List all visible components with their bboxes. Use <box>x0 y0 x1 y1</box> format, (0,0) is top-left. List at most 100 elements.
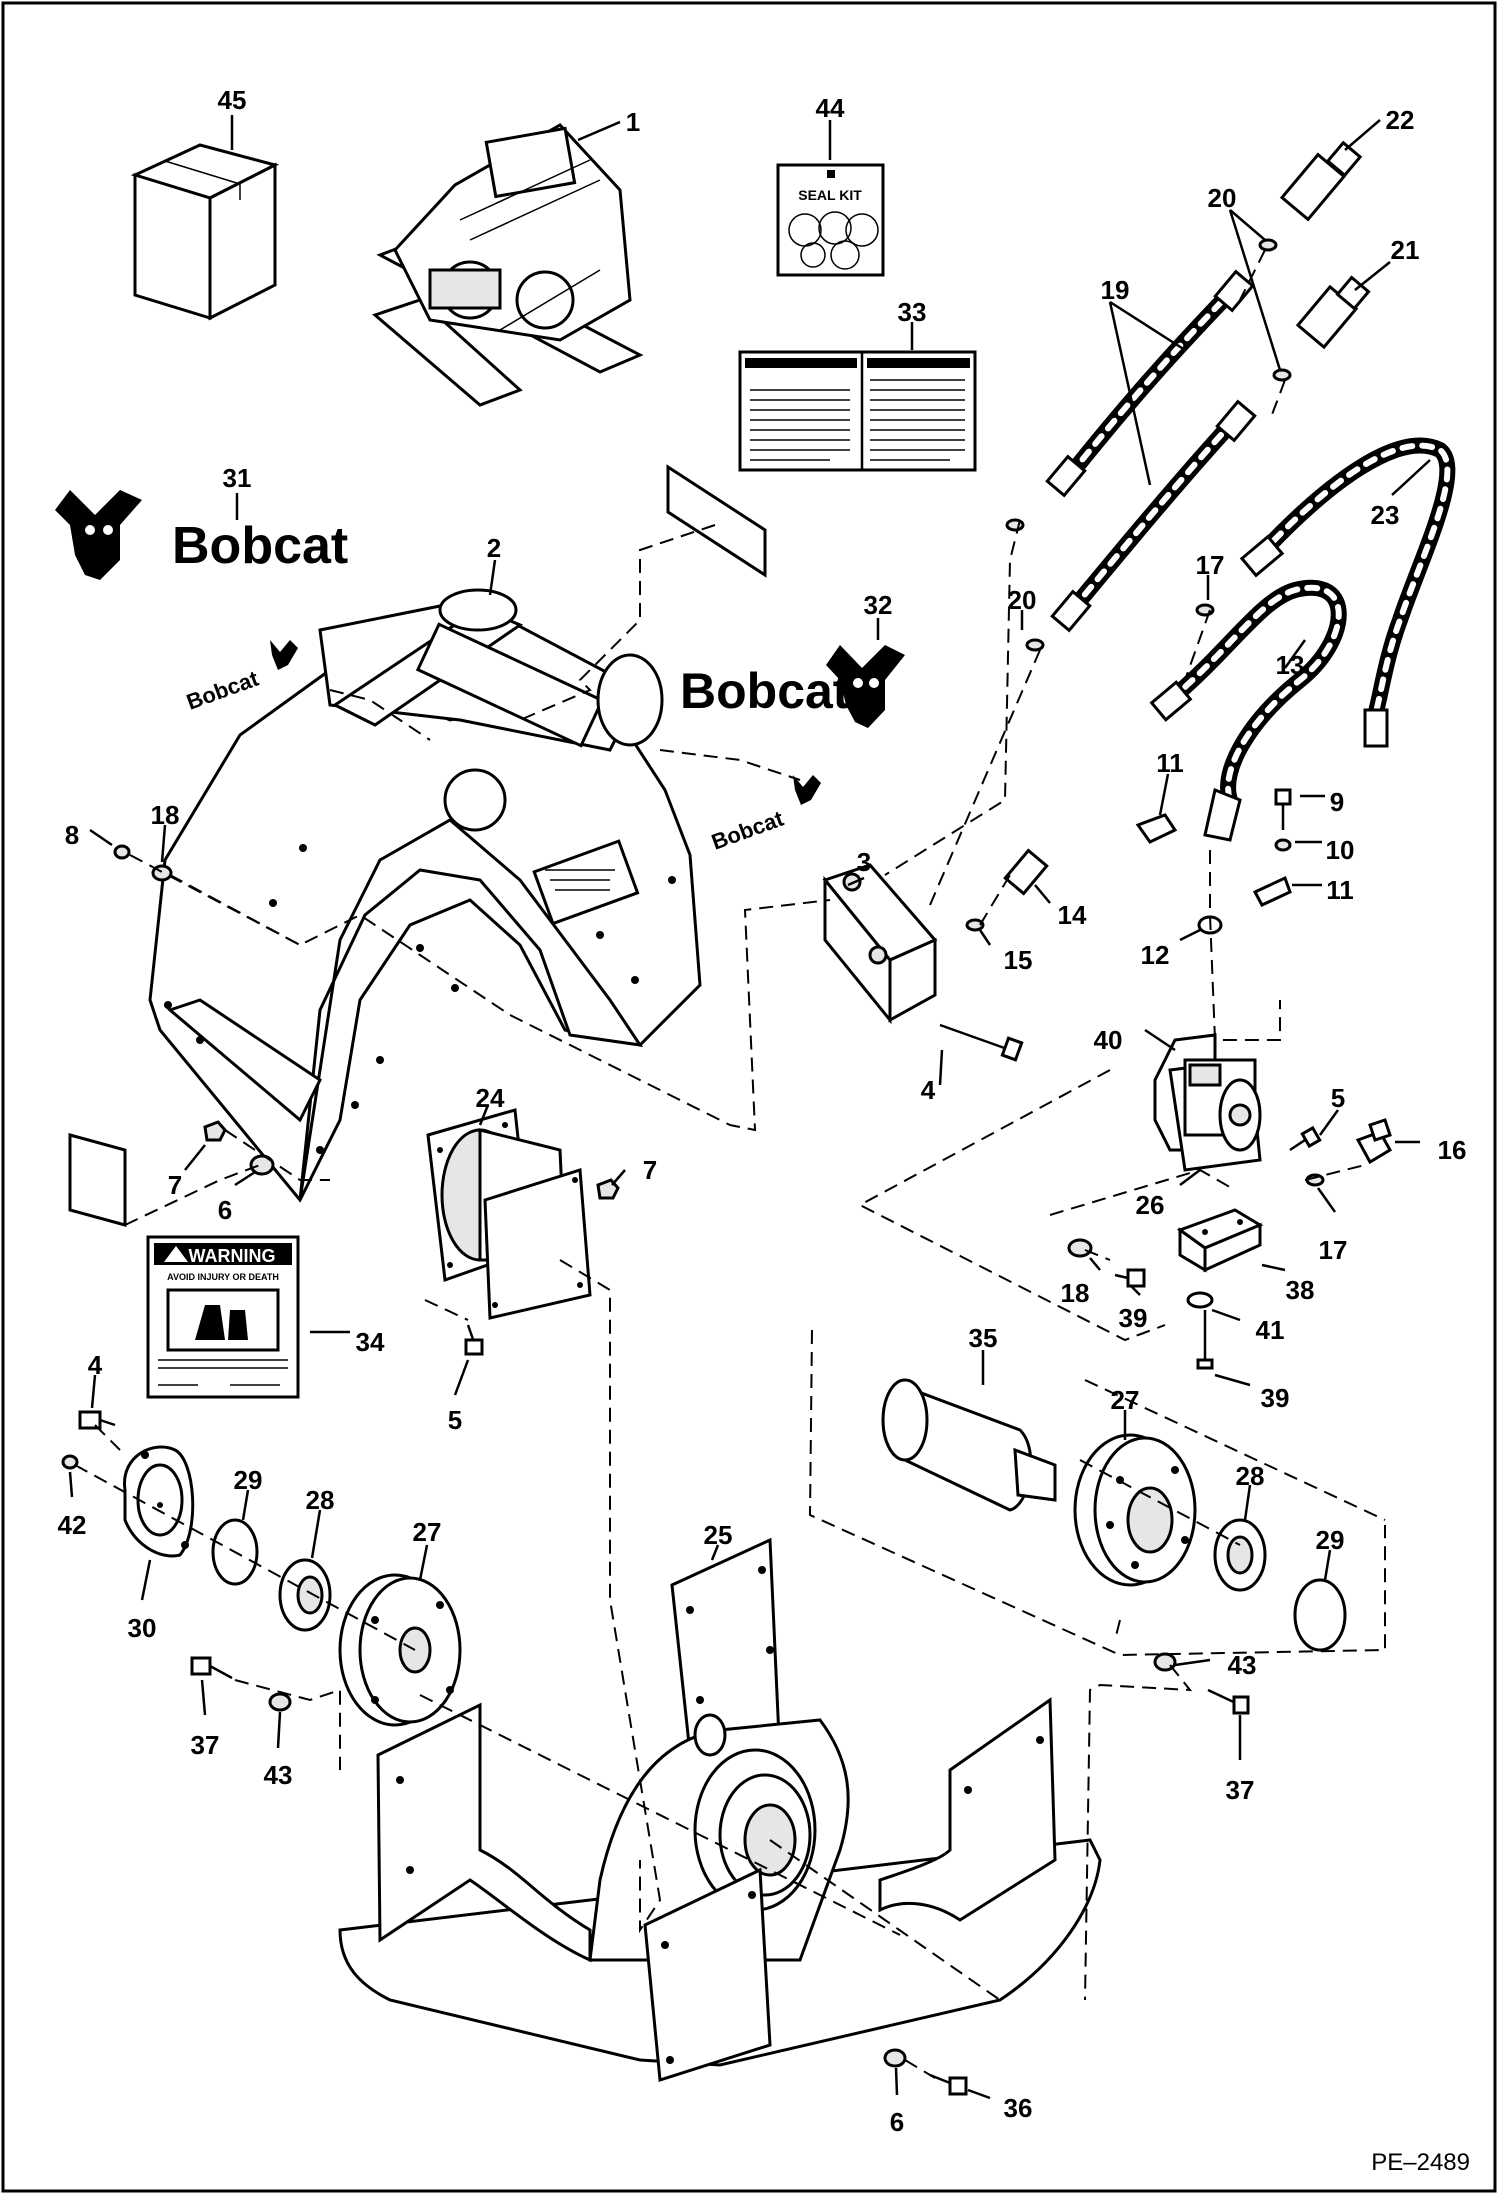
callout-33: 33 <box>898 297 927 327</box>
brand-32-text: Bobcat <box>680 663 850 719</box>
part-34-warning-decal: WARNING AVOID INJURY OR DEATH <box>146 1235 300 1399</box>
callout-28: 28 <box>306 1485 335 1515</box>
part-31-bobcat-logo-decal: Bobcat <box>55 490 348 580</box>
callout-30: 30 <box>128 1613 157 1643</box>
callout-22: 22 <box>1386 105 1415 135</box>
blank-decal-top <box>666 464 767 578</box>
callout-19: 19 <box>1101 275 1130 305</box>
seal-kit-label: SEAL KIT <box>798 187 862 203</box>
assembly-lines <box>74 249 1386 2079</box>
part-14-fitting <box>1003 848 1049 896</box>
callout-4: 4 <box>921 1075 936 1105</box>
callout-3: 3 <box>857 847 871 877</box>
callout-11: 11 <box>1326 875 1354 905</box>
callout-42: 42 <box>58 1510 87 1540</box>
part-15-oring <box>965 918 985 932</box>
part-2-mount-housing <box>148 588 702 1203</box>
part-40-hydraulic-motor <box>1153 1033 1262 1172</box>
svg-text:Bobcat: Bobcat <box>708 805 787 854</box>
part-7-nut-left <box>203 1120 227 1142</box>
part-37-bolt-left <box>190 1656 233 1680</box>
part-44-seal-kit: SEAL KIT <box>776 163 885 277</box>
part-27-bearing-housing-left <box>338 1573 462 1727</box>
callout-10: 10 <box>1326 835 1355 865</box>
part-17-oring-upper <box>1195 603 1215 617</box>
callout-28: 28 <box>1236 1461 1265 1491</box>
callout-13: 13 <box>1276 650 1305 680</box>
part-41-washer <box>1186 1291 1214 1309</box>
callout-41: 41 <box>1256 1315 1285 1345</box>
part-28-bearing-right <box>1213 1518 1267 1592</box>
part-3-valve-block <box>822 863 938 1025</box>
part-1-assembled-compactor <box>372 123 644 407</box>
callout-5: 5 <box>1331 1083 1345 1113</box>
leader-lines <box>68 115 1431 2100</box>
callout-7: 7 <box>643 1155 657 1185</box>
callout-21: 21 <box>1391 235 1420 265</box>
part-43-washer-left <box>268 1692 292 1712</box>
callout-7: 7 <box>168 1170 182 1200</box>
part-20-oring-a <box>1258 238 1278 252</box>
callout-40: 40 <box>1094 1025 1123 1055</box>
callout-43: 43 <box>264 1760 293 1790</box>
side-logo-right: Bobcat <box>708 775 821 855</box>
callout-8: 8 <box>65 820 79 850</box>
callout-34: 34 <box>356 1327 385 1357</box>
callout-29: 29 <box>1316 1525 1345 1555</box>
callout-32: 32 <box>864 590 893 620</box>
callout-5: 5 <box>448 1405 462 1435</box>
callout-45: 45 <box>218 85 247 115</box>
part-36-bolt <box>929 2073 968 2096</box>
part-8-nut <box>113 844 131 860</box>
part-25-base-plate <box>338 1537 1102 2082</box>
callout-12: 12 <box>1141 940 1170 970</box>
drawing-id: PE–2489 <box>1371 2149 1470 2176</box>
part-18-washer-right <box>1067 1238 1093 1258</box>
part-13-hose <box>1149 579 1347 842</box>
part-20-oring-d <box>1025 638 1045 652</box>
part-28-bearing-left <box>278 1558 332 1632</box>
part-22-adapter <box>1279 140 1363 222</box>
part-27-bearing-housing-right <box>1073 1433 1197 1587</box>
part-11-clamp-lower <box>1252 875 1292 907</box>
callout-23: 23 <box>1371 500 1400 530</box>
part-6-washer-lower <box>883 2048 907 2068</box>
callout-20: 20 <box>1208 183 1237 213</box>
blank-decal-left <box>68 1133 127 1227</box>
part-32-bobcat-logo-decal: Bobcat <box>680 645 905 728</box>
callout-29: 29 <box>234 1465 263 1495</box>
callout-18: 18 <box>1061 1278 1090 1308</box>
part-33-instruction-decal <box>738 350 977 472</box>
part-4-bolt-lower <box>78 1410 116 1430</box>
warning-subtitle: AVOID INJURY OR DEATH <box>167 1272 279 1282</box>
part-29-oring-right <box>1293 1578 1347 1652</box>
callout-11: 11 <box>1156 748 1184 778</box>
brand-31-text: Bobcat <box>172 517 348 575</box>
part-37-bolt-right <box>1207 1688 1250 1715</box>
part-4-bolt-upper <box>939 1023 1024 1062</box>
part-6-washer-top <box>249 1154 275 1176</box>
callout-39: 39 <box>1261 1383 1290 1413</box>
callout-16: 16 <box>1438 1135 1467 1165</box>
part-20-oring-b <box>1272 368 1292 382</box>
side-logo-left: Bobcat <box>183 640 298 715</box>
warning-title: WARNING <box>189 1246 276 1266</box>
callout-38: 38 <box>1286 1275 1315 1305</box>
callout-15: 15 <box>1004 945 1033 975</box>
part-39-bolt-b <box>1196 1310 1214 1370</box>
part-24-isolator-mount <box>426 1108 592 1320</box>
part-19-hoses <box>1045 269 1257 633</box>
part-9-bolt <box>1274 788 1292 830</box>
part-45-box <box>130 143 280 321</box>
callout-17: 17 <box>1196 550 1225 580</box>
callout-31: 31 <box>223 463 252 493</box>
svg-text:Bobcat: Bobcat <box>183 665 262 714</box>
callout-44: 44 <box>816 93 845 123</box>
part-38-manifold <box>1176 1208 1264 1273</box>
part-11-clamp-upper <box>1135 813 1178 844</box>
callout-6: 6 <box>890 2107 904 2137</box>
part-35-eccentric-shaft <box>881 1378 1057 1512</box>
